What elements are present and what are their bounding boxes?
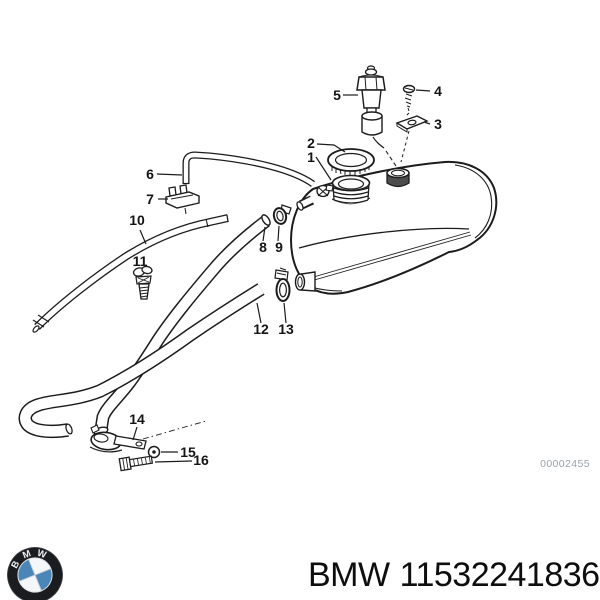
part-label-11: 11 xyxy=(133,253,148,269)
part-label-4: 4 xyxy=(434,83,442,99)
hose-6 xyxy=(182,151,316,187)
washer-15 xyxy=(147,445,161,459)
part-label-16: 16 xyxy=(193,452,209,468)
part-label-13: 13 xyxy=(278,321,294,337)
tank-elbow xyxy=(296,195,315,211)
part-label-15: 15 xyxy=(180,444,196,460)
bmw-roundel-logo: B M W xyxy=(7,547,63,600)
logo-letter-b: B xyxy=(9,559,22,570)
roundel-quadrants xyxy=(18,558,52,592)
grommet-11 xyxy=(132,265,153,300)
part-label-10: 10 xyxy=(129,212,145,228)
part-label-7: 7 xyxy=(146,191,154,207)
hose-10 xyxy=(32,214,229,333)
part-label-12: 12 xyxy=(253,321,269,337)
hose-8 xyxy=(94,214,271,431)
filler-cap xyxy=(327,148,375,176)
leader-lines xyxy=(132,89,431,463)
bolt-16 xyxy=(118,455,154,472)
clamp-9 xyxy=(272,204,292,225)
logo-letter-m: M xyxy=(21,548,33,561)
part-label-5: 5 xyxy=(333,87,341,103)
logo-letter-w: W xyxy=(36,548,48,561)
part-label-14: 14 xyxy=(129,411,145,427)
part-label-2: 2 xyxy=(307,135,315,151)
retaining-plate xyxy=(395,115,429,163)
level-switch xyxy=(356,65,397,167)
sensor-port xyxy=(386,167,410,188)
screw-4 xyxy=(402,84,416,118)
part-label-8: 8 xyxy=(259,239,267,255)
diagram-code: 00002455 xyxy=(540,458,590,470)
hose-12 xyxy=(18,283,265,439)
filler-neck xyxy=(331,174,371,204)
part-label-1: 1 xyxy=(307,149,315,165)
part-label-9: 9 xyxy=(275,239,283,255)
holder-clamp-14 xyxy=(89,420,207,453)
part-label-6: 6 xyxy=(146,166,154,182)
clamp-13 xyxy=(274,267,291,302)
tank-port-upper xyxy=(294,271,316,292)
part-label-3: 3 xyxy=(434,116,442,132)
neck-fitting xyxy=(316,184,334,198)
bracket-7 xyxy=(165,184,200,215)
